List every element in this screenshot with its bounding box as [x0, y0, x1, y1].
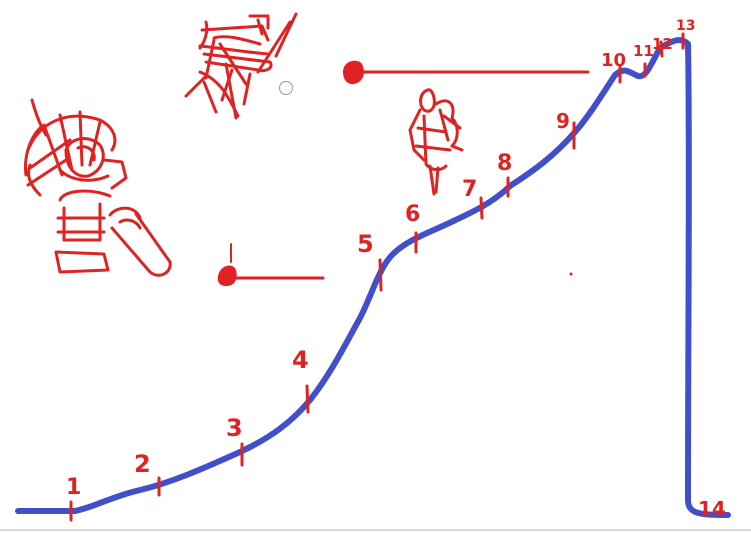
marker-label-3: 3	[226, 414, 243, 442]
lower-left-arrow	[217, 243, 325, 286]
marker-label-11: 11	[633, 42, 654, 60]
marker-label-9: 9	[556, 109, 570, 133]
marker-label-1: 1	[66, 475, 81, 500]
bottom-rule	[0, 529, 751, 531]
seated-figure-with-fan-sketch	[24, 98, 172, 277]
standing-figure-sketch	[408, 88, 464, 196]
reclined-chair-sketch	[184, 12, 298, 120]
tick-4	[305, 384, 310, 414]
cursor-ring	[279, 81, 293, 95]
upper-left-arrow	[343, 60, 590, 85]
marker-label-6: 6	[405, 202, 420, 227]
progress-curve	[15, 37, 731, 518]
tick-7	[479, 196, 484, 220]
marker-label-5: 5	[357, 230, 374, 258]
marker-label-4: 4	[292, 346, 309, 374]
marker-label-8: 8	[497, 151, 512, 176]
marker-label-2: 2	[134, 450, 151, 478]
marker-label-10: 10	[601, 50, 626, 71]
marker-label-14: 14	[698, 497, 726, 521]
marker-label-7: 7	[462, 177, 477, 202]
marker-label-13: 13	[676, 18, 695, 34]
stray-dot	[569, 272, 573, 276]
tick-5	[378, 258, 383, 292]
marker-label-12: 12	[652, 35, 673, 53]
tick-12	[659, 40, 664, 58]
